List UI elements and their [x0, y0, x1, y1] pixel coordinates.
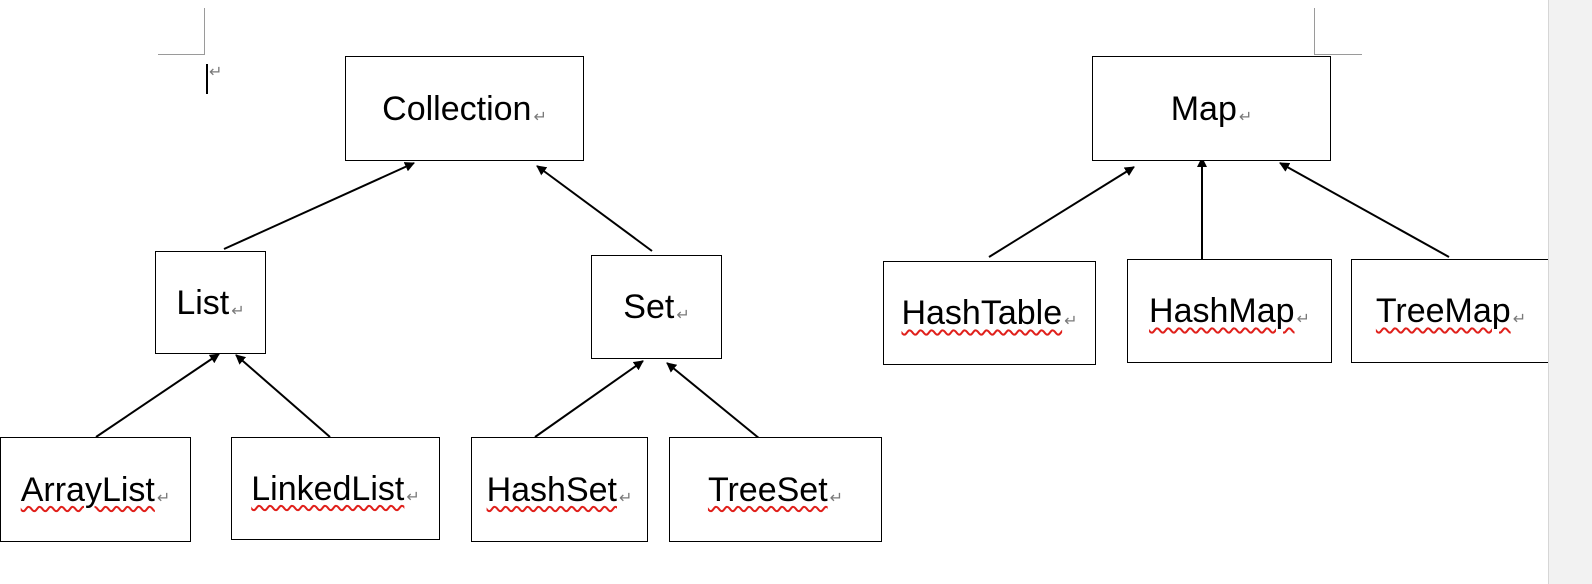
node-arraylist-label: ArrayList↵ — [20, 470, 171, 509]
node-collection: Collection↵ — [345, 56, 584, 161]
node-list: List↵ — [155, 251, 266, 354]
node-map-label: Map↵ — [1170, 89, 1253, 128]
vertical-scrollbar[interactable] — [1548, 0, 1592, 584]
arrow-hashtable-to-map — [988, 166, 1135, 258]
arrow-arraylist-to-list — [95, 353, 220, 438]
arrow-set-to-collection — [536, 165, 653, 252]
node-treeset: TreeSet↵ — [669, 437, 882, 542]
node-arraylist: ArrayList↵ — [0, 437, 191, 542]
arrow-treemap-to-map — [1279, 162, 1450, 258]
node-hashset: HashSet↵ — [471, 437, 648, 542]
node-treemap-label: TreeMap↵ — [1375, 292, 1527, 330]
crop-mark-left-vertical — [204, 8, 205, 54]
node-hashmap: HashMap↵ — [1127, 259, 1332, 363]
node-treemap: TreeMap↵ — [1351, 259, 1551, 363]
arrow-treeset-to-set — [666, 362, 761, 440]
arrow-linkedlist-to-list — [235, 354, 331, 438]
node-set: Set↵ — [591, 255, 722, 359]
arrow-list-to-collection — [223, 162, 415, 250]
node-linkedlist-label: LinkedList↵ — [251, 469, 420, 508]
node-linkedlist: LinkedList↵ — [231, 437, 440, 540]
crop-mark-right-horizontal — [1314, 54, 1362, 55]
cursor-paragraph-mark: ↵ — [209, 62, 223, 81]
node-list-label: List↵ — [176, 283, 245, 322]
node-map: Map↵ — [1092, 56, 1331, 161]
node-collection-label: Collection↵ — [382, 89, 547, 128]
crop-mark-right-vertical — [1314, 8, 1315, 54]
node-hashtable: HashTable↵ — [883, 261, 1096, 365]
node-hashmap-label: HashMap↵ — [1149, 292, 1310, 330]
crop-mark-left-horizontal — [158, 54, 205, 55]
arrow-hashset-to-set — [534, 360, 644, 438]
node-set-label: Set↵ — [623, 288, 690, 326]
node-hashtable-label: HashTable↵ — [901, 294, 1078, 332]
node-treeset-label: TreeSet↵ — [707, 470, 844, 509]
text-cursor — [206, 64, 208, 94]
node-hashset-label: HashSet↵ — [486, 470, 633, 509]
